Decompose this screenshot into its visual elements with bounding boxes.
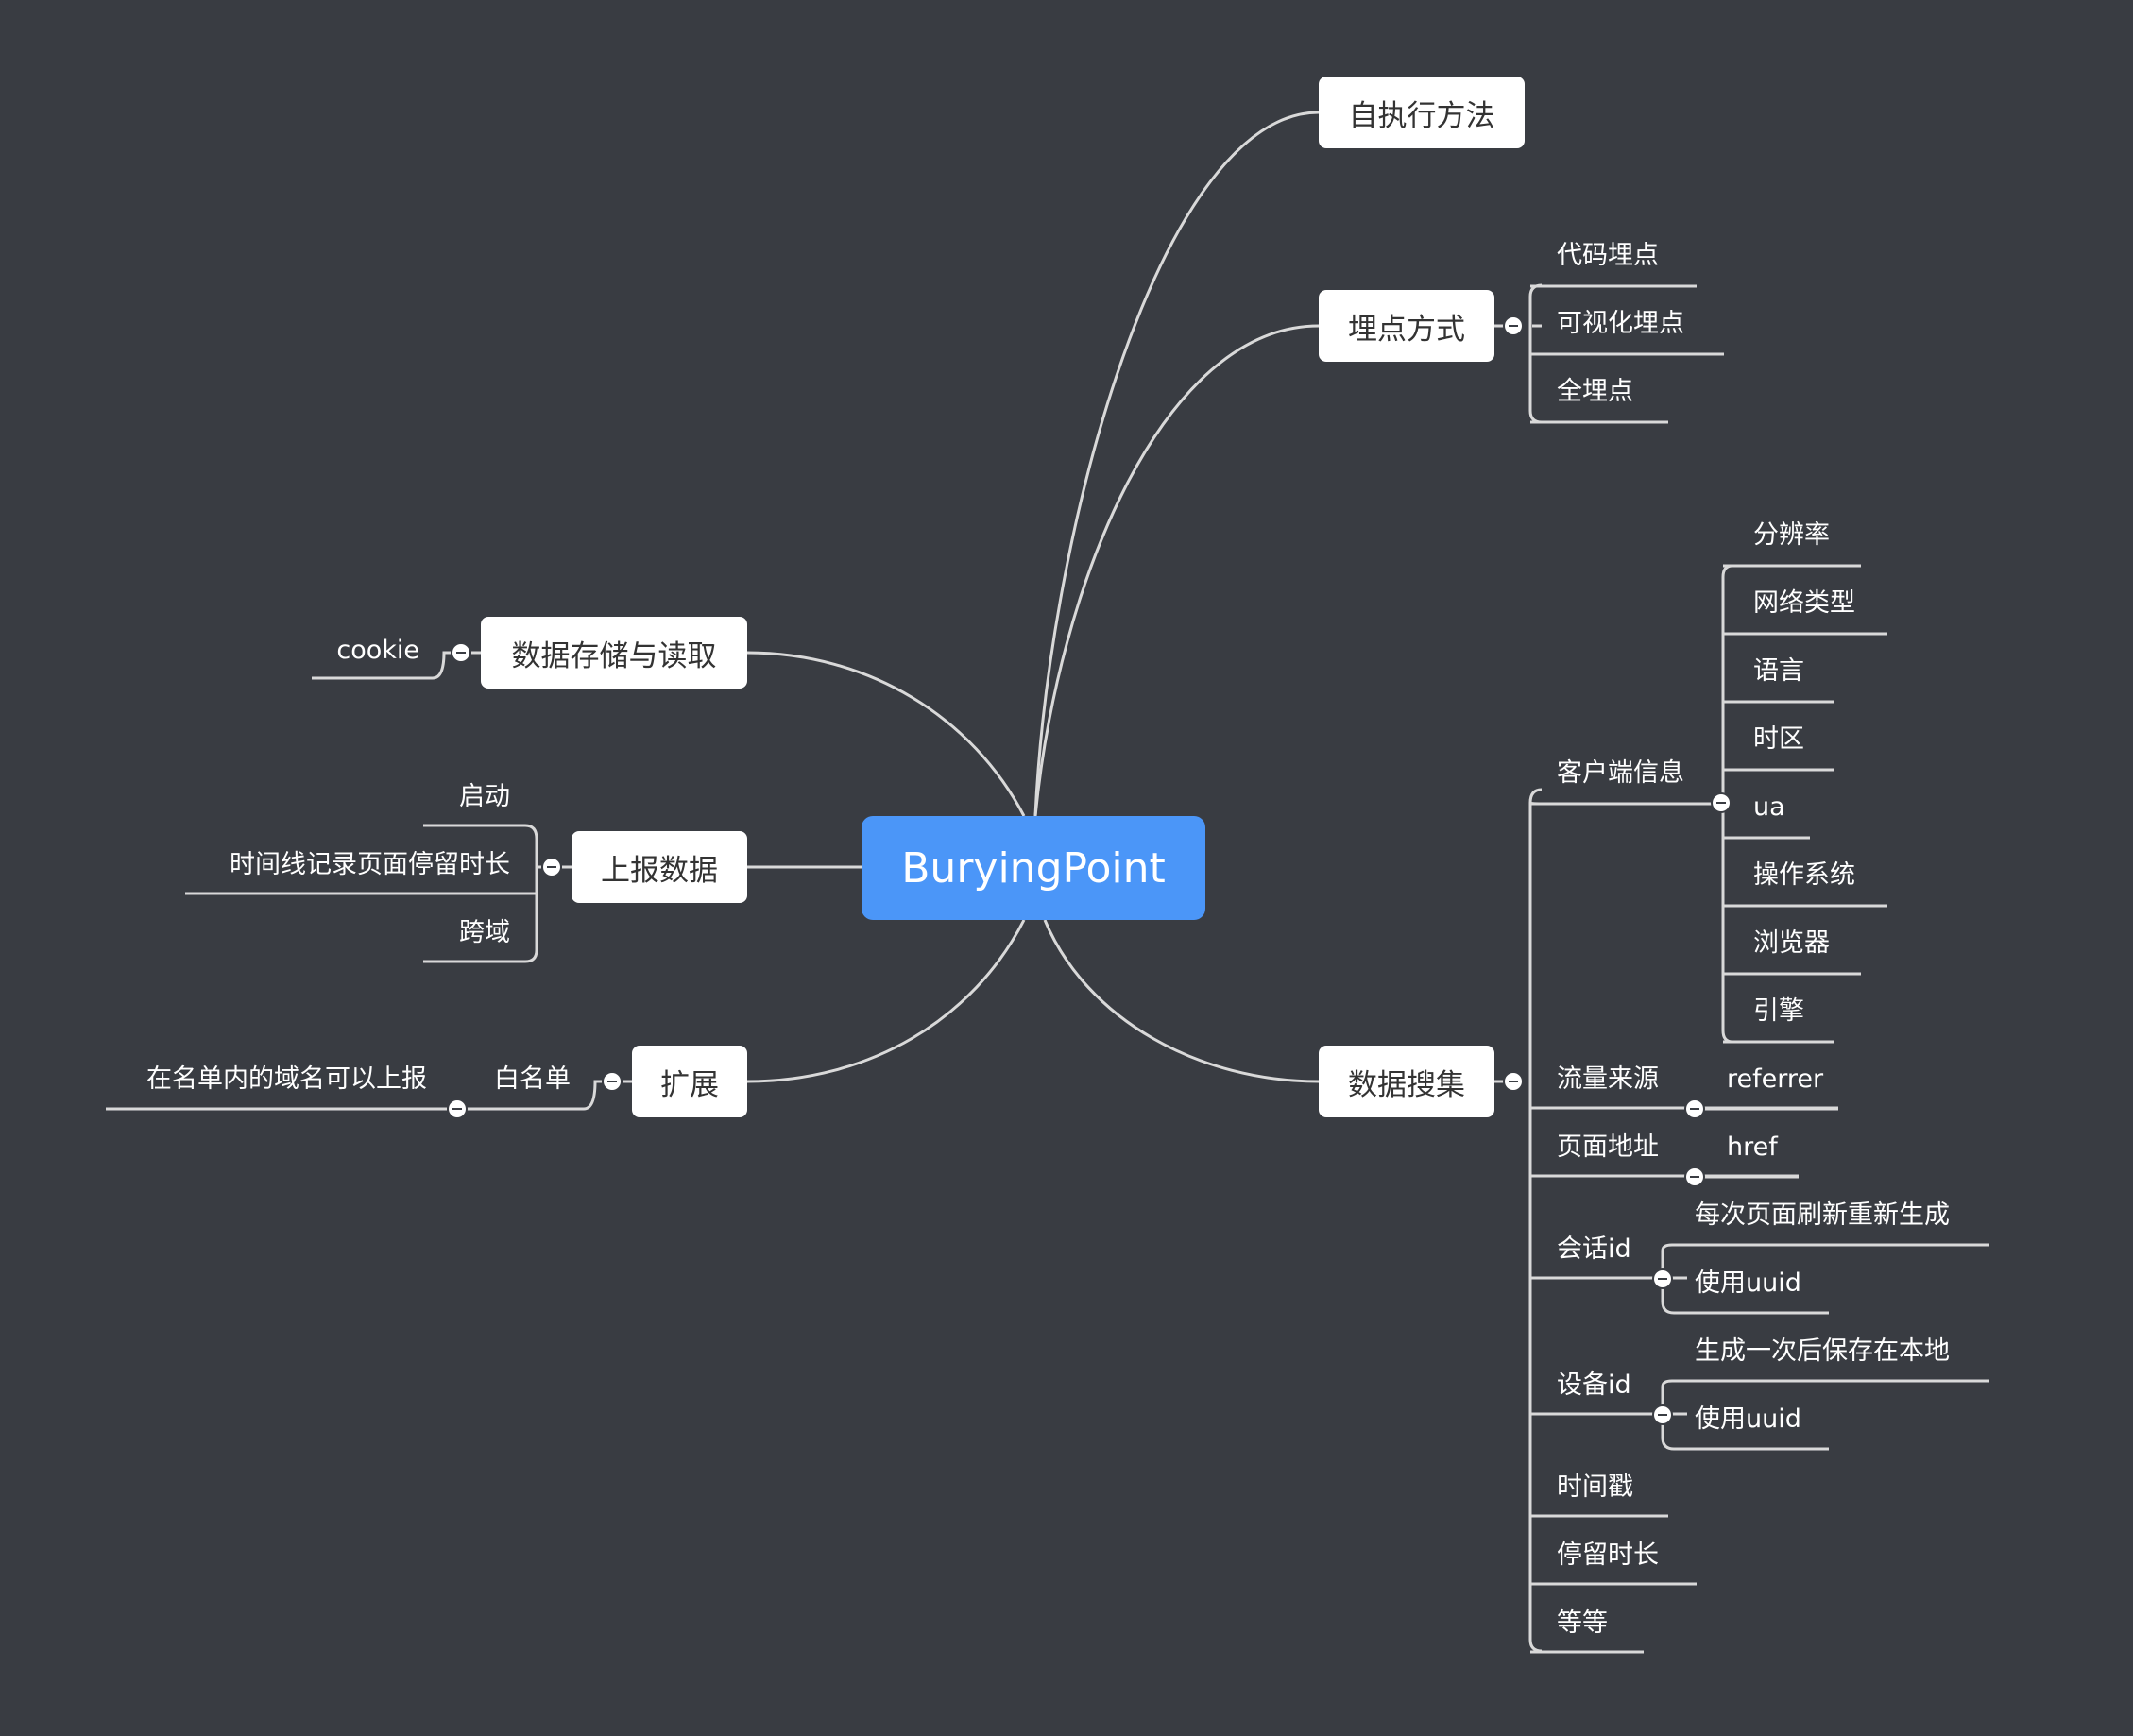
- collapse-toggle-icon[interactable]: [447, 1098, 468, 1119]
- collapse-toggle-icon[interactable]: [1503, 315, 1524, 336]
- connector-burying-method: [1033, 324, 1320, 817]
- leaf-engine[interactable]: 引擎: [1753, 996, 1804, 1026]
- topic-storage[interactable]: 数据存储与读取: [481, 617, 747, 689]
- leaf-href[interactable]: href: [1727, 1132, 1778, 1162]
- bracket-extend: [457, 1080, 602, 1111]
- collapse-toggle-icon[interactable]: [1652, 1404, 1673, 1425]
- collapse-toggle-icon[interactable]: [1652, 1268, 1673, 1289]
- root-topic[interactable]: BuryingPoint: [862, 816, 1205, 920]
- leaf-timezone[interactable]: 时区: [1753, 724, 1804, 754]
- leaf-language[interactable]: 语言: [1753, 656, 1804, 686]
- leaf-device-uuid[interactable]: 使用uuid: [1695, 1404, 1801, 1434]
- leaf-timeline-record[interactable]: 时间线记录页面停留时长: [230, 850, 510, 879]
- topic-data-collect[interactable]: 数据搜集: [1319, 1046, 1494, 1117]
- collapse-toggle-icon[interactable]: [602, 1071, 623, 1092]
- leaf-os[interactable]: 操作系统: [1753, 860, 1855, 890]
- leaf-startup[interactable]: 启动: [459, 782, 510, 811]
- leaf-resolution[interactable]: 分辨率: [1753, 520, 1830, 550]
- leaf-visual-tracking[interactable]: 可视化埋点: [1557, 309, 1684, 338]
- collapse-toggle-icon[interactable]: [1711, 792, 1732, 813]
- collapse-toggle-icon[interactable]: [1684, 1098, 1705, 1119]
- bracket-corner: [1528, 801, 1543, 806]
- leaf-whitelist-domains[interactable]: 在名单内的域名可以上报: [146, 1064, 427, 1094]
- bracket-report-top: [423, 824, 541, 869]
- bracket-report-bottom: [423, 867, 538, 963]
- bracket-storage: [312, 651, 451, 680]
- leaf-browser[interactable]: 浏览器: [1753, 928, 1830, 958]
- bracket-device: [1661, 1379, 1989, 1415]
- leaf-client-info[interactable]: 客户端信息: [1557, 758, 1684, 788]
- connector-data-collect: [1043, 919, 1320, 1083]
- leaf-code-tracking[interactable]: 代码埋点: [1557, 241, 1659, 270]
- leaf-device-id[interactable]: 设备id: [1557, 1370, 1631, 1400]
- leaf-etc[interactable]: 等等: [1557, 1608, 1608, 1638]
- leaf-whitelist[interactable]: 白名单: [494, 1064, 571, 1094]
- leaf-session-uuid[interactable]: 使用uuid: [1695, 1268, 1801, 1298]
- topic-self-exec[interactable]: 自执行方法: [1319, 77, 1525, 148]
- leaf-session-regen[interactable]: 每次页面刷新重新生成: [1695, 1200, 1950, 1230]
- leaf-full-tracking[interactable]: 全埋点: [1557, 377, 1633, 406]
- collapse-toggle-icon[interactable]: [1684, 1166, 1705, 1187]
- leaf-referrer[interactable]: referrer: [1727, 1064, 1824, 1094]
- leaf-cookie[interactable]: cookie: [336, 636, 419, 665]
- topic-burying-method[interactable]: 埋点方式: [1319, 290, 1494, 362]
- leaf-timestamp[interactable]: 时间戳: [1557, 1472, 1633, 1502]
- bracket-session: [1661, 1243, 1989, 1279]
- bracket-device-b: [1661, 1415, 1829, 1451]
- leaf-traffic-source[interactable]: 流量来源: [1557, 1064, 1659, 1094]
- collapse-toggle-icon[interactable]: [541, 857, 562, 877]
- topic-extend[interactable]: 扩展: [632, 1046, 747, 1117]
- leaf-cross-domain[interactable]: 跨域: [459, 918, 510, 947]
- connector-storage: [746, 651, 1026, 817]
- connector-self-exec: [1033, 111, 1320, 817]
- bracket-data-collect: [1528, 788, 1543, 1653]
- leaf-page-address[interactable]: 页面地址: [1557, 1132, 1659, 1162]
- leaf-device-persist[interactable]: 生成一次后保存在本地: [1695, 1336, 1950, 1366]
- leaf-network-type[interactable]: 网络类型: [1753, 588, 1855, 618]
- leaf-ua[interactable]: ua: [1753, 792, 1785, 822]
- connector-extend: [746, 919, 1026, 1083]
- leaf-session-id[interactable]: 会话id: [1557, 1234, 1631, 1264]
- leaf-stay-duration[interactable]: 停留时长: [1557, 1540, 1659, 1570]
- bracket-session-b: [1661, 1279, 1829, 1315]
- collapse-toggle-icon[interactable]: [451, 642, 471, 663]
- topic-report[interactable]: 上报数据: [572, 831, 747, 903]
- collapse-toggle-icon[interactable]: [1503, 1071, 1524, 1092]
